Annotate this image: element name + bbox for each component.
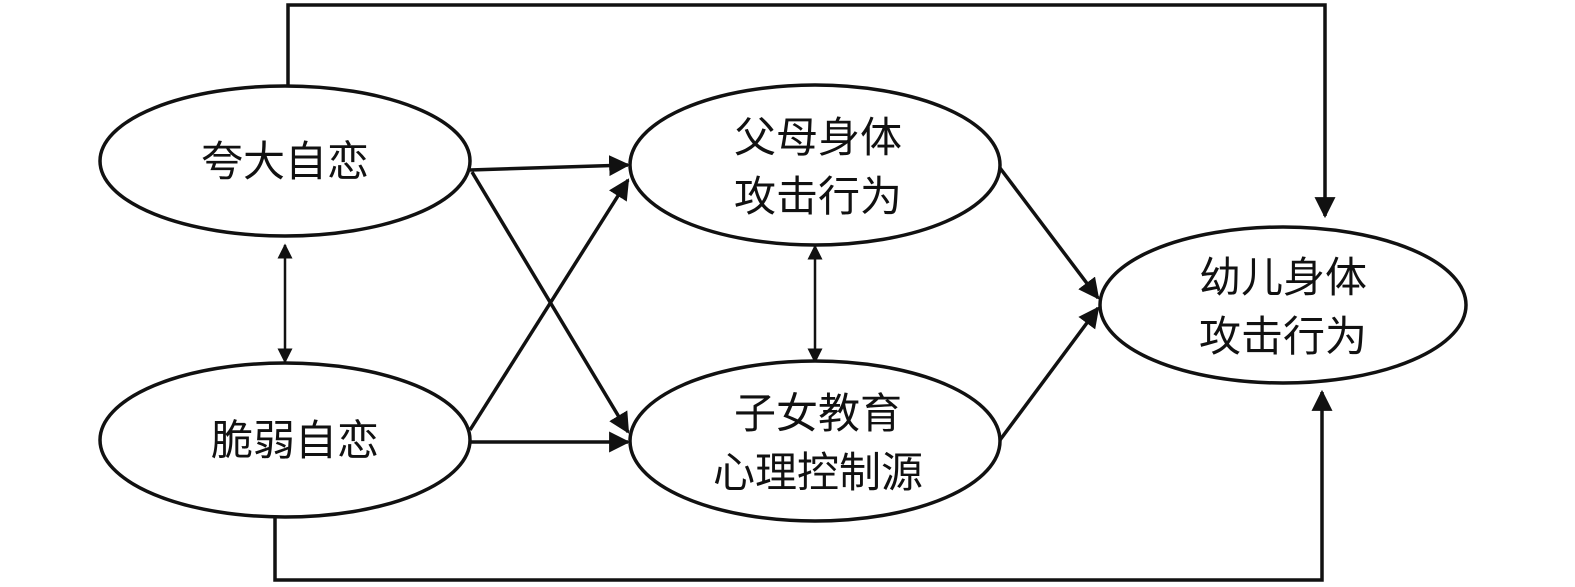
node-parental-control-locus: 子女教育 心理控制源 — [628, 359, 1002, 523]
edge-parent-to-child — [998, 166, 1100, 300]
node-label-line1: 子女教育 — [734, 389, 902, 438]
node-label-line2: 攻击行为 — [1199, 312, 1367, 361]
node-grandiose-narcissism: 夸大自恋 — [98, 84, 472, 238]
node-parent-physical-aggression: 父母身体 攻击行为 — [628, 83, 1002, 247]
node-label: 脆弱自恋 — [211, 416, 379, 465]
node-label-line1: 父母身体 — [734, 113, 902, 162]
node-label-line1: 幼儿身体 — [1199, 253, 1367, 302]
node-child-physical-aggression: 幼儿身体 攻击行为 — [1098, 225, 1468, 385]
edge-vulnerable-to-parent — [468, 178, 630, 431]
node-vulnerable-narcissism: 脆弱自恋 — [98, 361, 472, 519]
node-label-line2: 攻击行为 — [734, 172, 902, 221]
edge-grandiose-to-child — [286, 3, 1336, 219]
node-label-line2: 心理控制源 — [713, 448, 923, 497]
node-label: 夸大自恋 — [201, 137, 369, 186]
edge-control-to-child — [998, 306, 1100, 442]
edge-grandiose-to-parent — [469, 155, 631, 177]
edge-vulnerable-to-child — [273, 389, 1333, 582]
